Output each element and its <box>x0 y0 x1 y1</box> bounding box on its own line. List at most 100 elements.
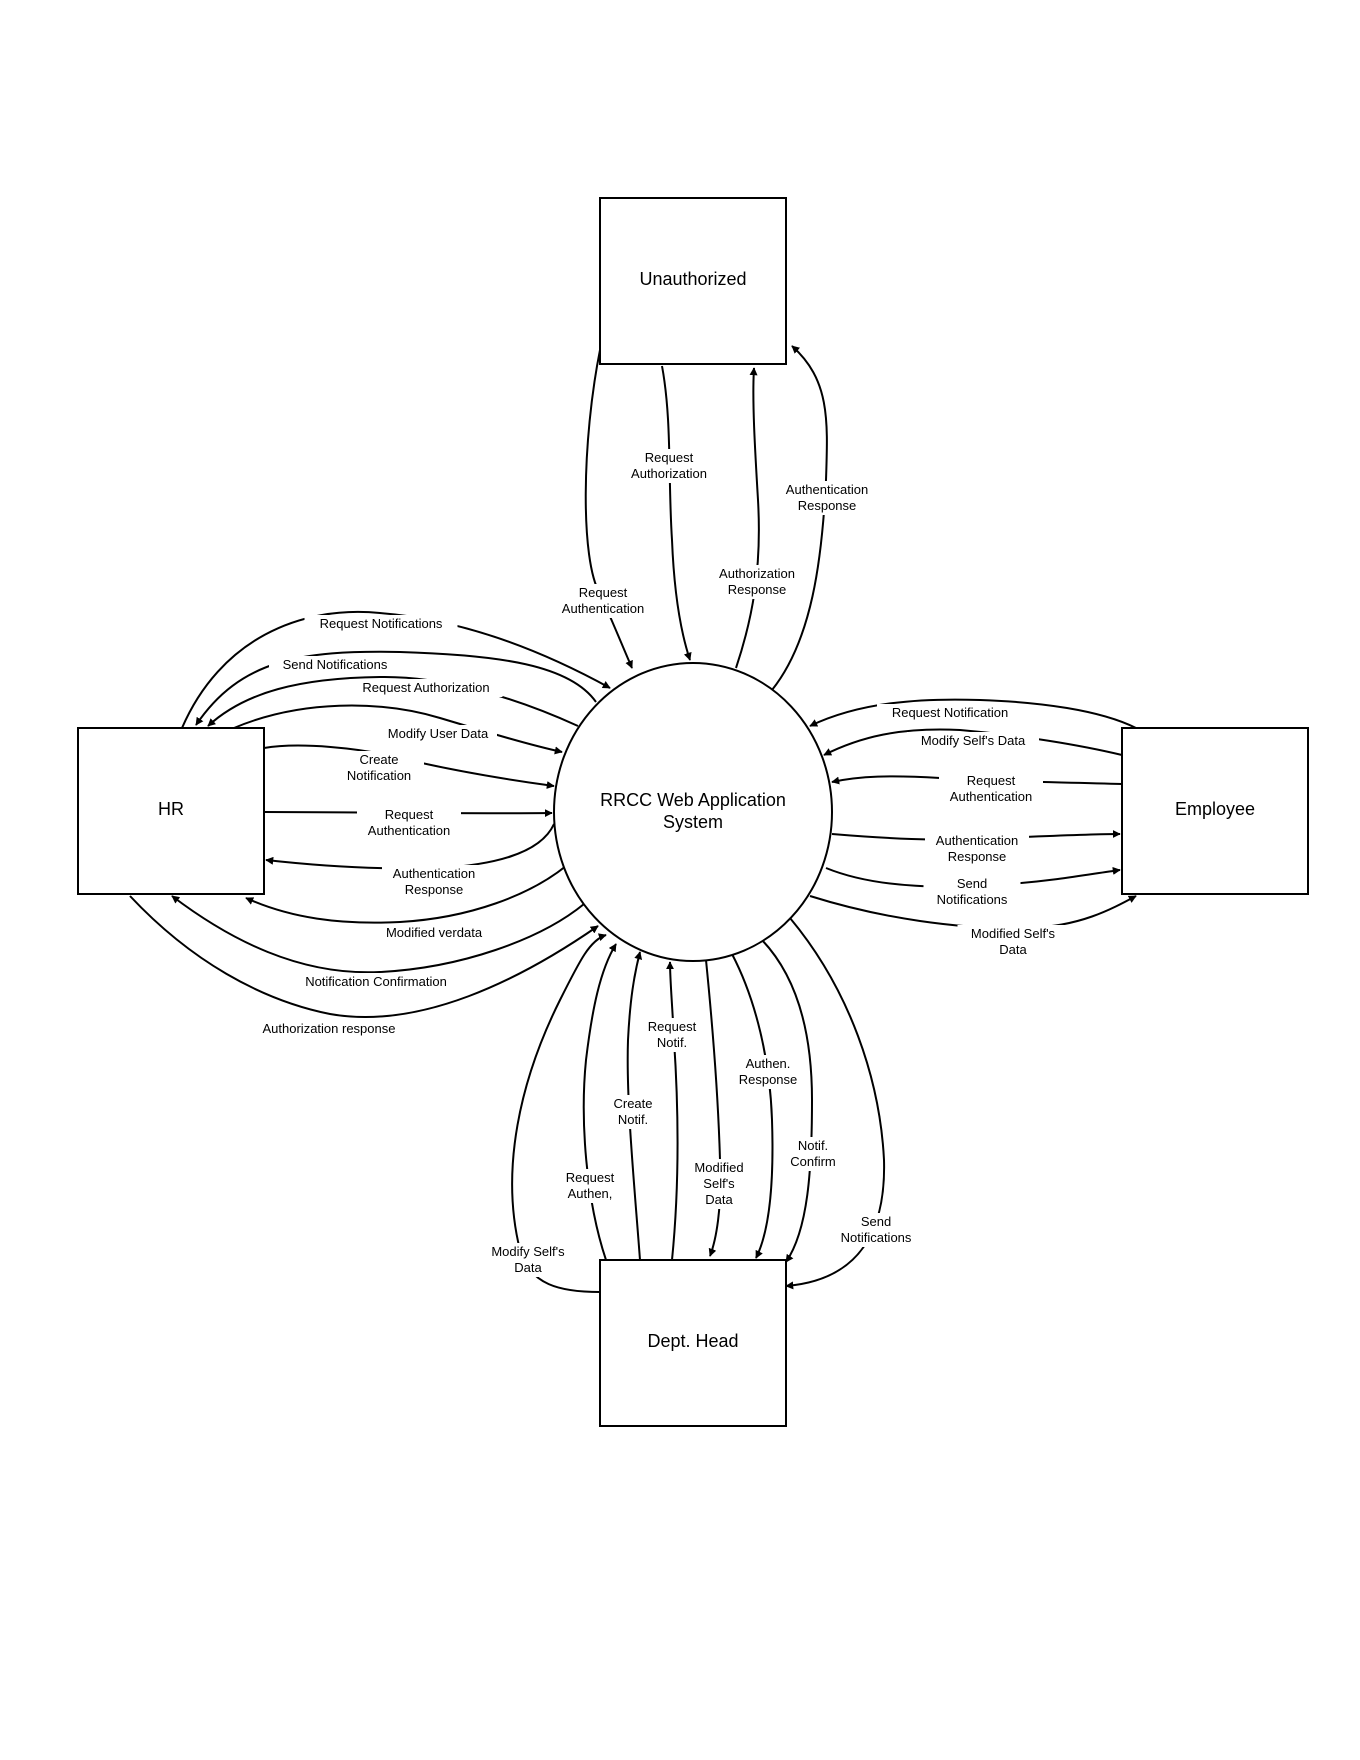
flow-hr-authorization-response <box>129 895 599 1018</box>
flow-label-background <box>551 584 655 618</box>
entity-label: Employee <box>1175 799 1255 819</box>
flow-label-line: Request <box>645 450 694 465</box>
flow-label-background <box>304 615 458 633</box>
flow-label-line: Request <box>566 1170 615 1185</box>
flow-d-modified-self-data <box>705 959 722 1257</box>
flow-label-line: Send Notifications <box>283 657 388 672</box>
flow-label-hr-req-author: Request Authorization <box>349 679 503 697</box>
flow-hr-send-notifications <box>195 650 597 726</box>
flow-label-background <box>688 1159 750 1209</box>
flow-label-line: Authen, <box>568 1186 613 1201</box>
flow-label-line: Authorization response <box>263 1021 396 1036</box>
flow-label-line: Notification Confirmation <box>305 974 447 989</box>
flow-label-background <box>285 973 467 991</box>
flow-label-background <box>939 772 1043 806</box>
flow-label-background <box>249 1020 409 1038</box>
flow-label-background <box>708 565 806 599</box>
flow-label-background <box>349 679 503 697</box>
flow-label-d-notif-confirm: Notif.Confirm <box>785 1137 841 1171</box>
flow-hr-request-notifications <box>181 610 611 729</box>
flow-d-send-notifications <box>785 917 886 1290</box>
flow-label-line: Data <box>514 1260 542 1275</box>
flow-label-line: Request <box>648 1019 697 1034</box>
flow-label-hr-author-resp: Authorization response <box>249 1020 409 1038</box>
flow-label-line: Authentication <box>786 482 868 497</box>
flow-label-line: Modified <box>694 1160 743 1175</box>
flow-label-line: Authentication <box>393 866 475 881</box>
flow-label-background <box>923 875 1021 909</box>
flow-label-background <box>925 832 1029 866</box>
flow-label-line: Authentication <box>950 789 1032 804</box>
flow-label-background <box>827 1213 925 1247</box>
entity-unauthorized: Unauthorized <box>599 197 787 365</box>
flow-label-line: Request Notification <box>892 705 1008 720</box>
flow-label-d-authen-resp: Authen.Response <box>737 1055 799 1089</box>
process-rrcc-web-application: RRCC Web Application System <box>553 662 833 962</box>
flow-label-line: Request <box>579 585 628 600</box>
flow-label-line: Notifications <box>937 892 1008 907</box>
flow-u-request-authorization <box>661 365 692 661</box>
flow-label-e-req-notif: Request Notification <box>877 704 1023 722</box>
flow-label-line: Request Authorization <box>362 680 489 695</box>
flow-d-notif-confirm <box>761 939 814 1263</box>
flow-label-line: Request <box>967 773 1016 788</box>
flow-d-request-notif <box>666 961 679 1261</box>
flow-label-line: Modified verdata <box>386 925 483 940</box>
flow-label-background <box>775 481 879 515</box>
flow-label-line: Response <box>405 882 464 897</box>
flow-d-create-notif <box>626 951 643 1261</box>
flow-label-line: Data <box>705 1192 733 1207</box>
flow-label-line: Create <box>359 752 398 767</box>
flow-label-background <box>357 806 461 840</box>
entity-label: Dept. Head <box>647 1331 738 1351</box>
flow-labels: RequestAuthenticationRequestAuthorizatio… <box>249 449 1069 1277</box>
flow-u-request-authentication <box>584 349 633 669</box>
flow-hr-request-authorization <box>207 675 579 727</box>
entity-label: Unauthorized <box>639 269 746 289</box>
flow-label-background <box>562 1169 618 1203</box>
flow-label-background <box>737 1055 799 1089</box>
flow-d-authen-response <box>731 953 774 1259</box>
flow-label-line: Request Notifications <box>320 616 443 631</box>
entity-label: HR <box>158 799 184 819</box>
flow-label-line: Authentication <box>936 833 1018 848</box>
flow-label-hr-notif-confirm: Notification Confirmation <box>285 973 467 991</box>
process-label-line1: RRCC Web Application <box>600 790 786 810</box>
flow-label-line: Authentication <box>562 601 644 616</box>
process-label-line2: System <box>663 812 723 832</box>
flow-label-background <box>382 865 486 899</box>
flow-label-line: Modify User Data <box>388 726 489 741</box>
flow-label-line: Response <box>798 498 857 513</box>
flow-label-line: Create <box>613 1096 652 1111</box>
flow-label-background <box>609 1095 657 1129</box>
flow-label-line: Self's <box>703 1176 735 1191</box>
flow-label-line: Notifications <box>841 1230 912 1245</box>
flow-label-line: Send <box>957 876 987 891</box>
flow-label-background <box>957 925 1069 959</box>
flow-label-line: Authen. <box>746 1056 791 1071</box>
flow-e-modify-self-data <box>823 728 1123 756</box>
flow-label-background <box>479 1243 577 1277</box>
flow-label-line: Confirm <box>790 1154 836 1169</box>
flow-hr-modified-verdata <box>245 865 567 924</box>
flow-label-background <box>785 1137 841 1171</box>
entity-dept-head: Dept. Head <box>599 1259 787 1427</box>
flow-label-line: Response <box>948 849 1007 864</box>
flow-label-line: Notif. <box>618 1112 648 1127</box>
flow-label-background <box>877 704 1023 722</box>
